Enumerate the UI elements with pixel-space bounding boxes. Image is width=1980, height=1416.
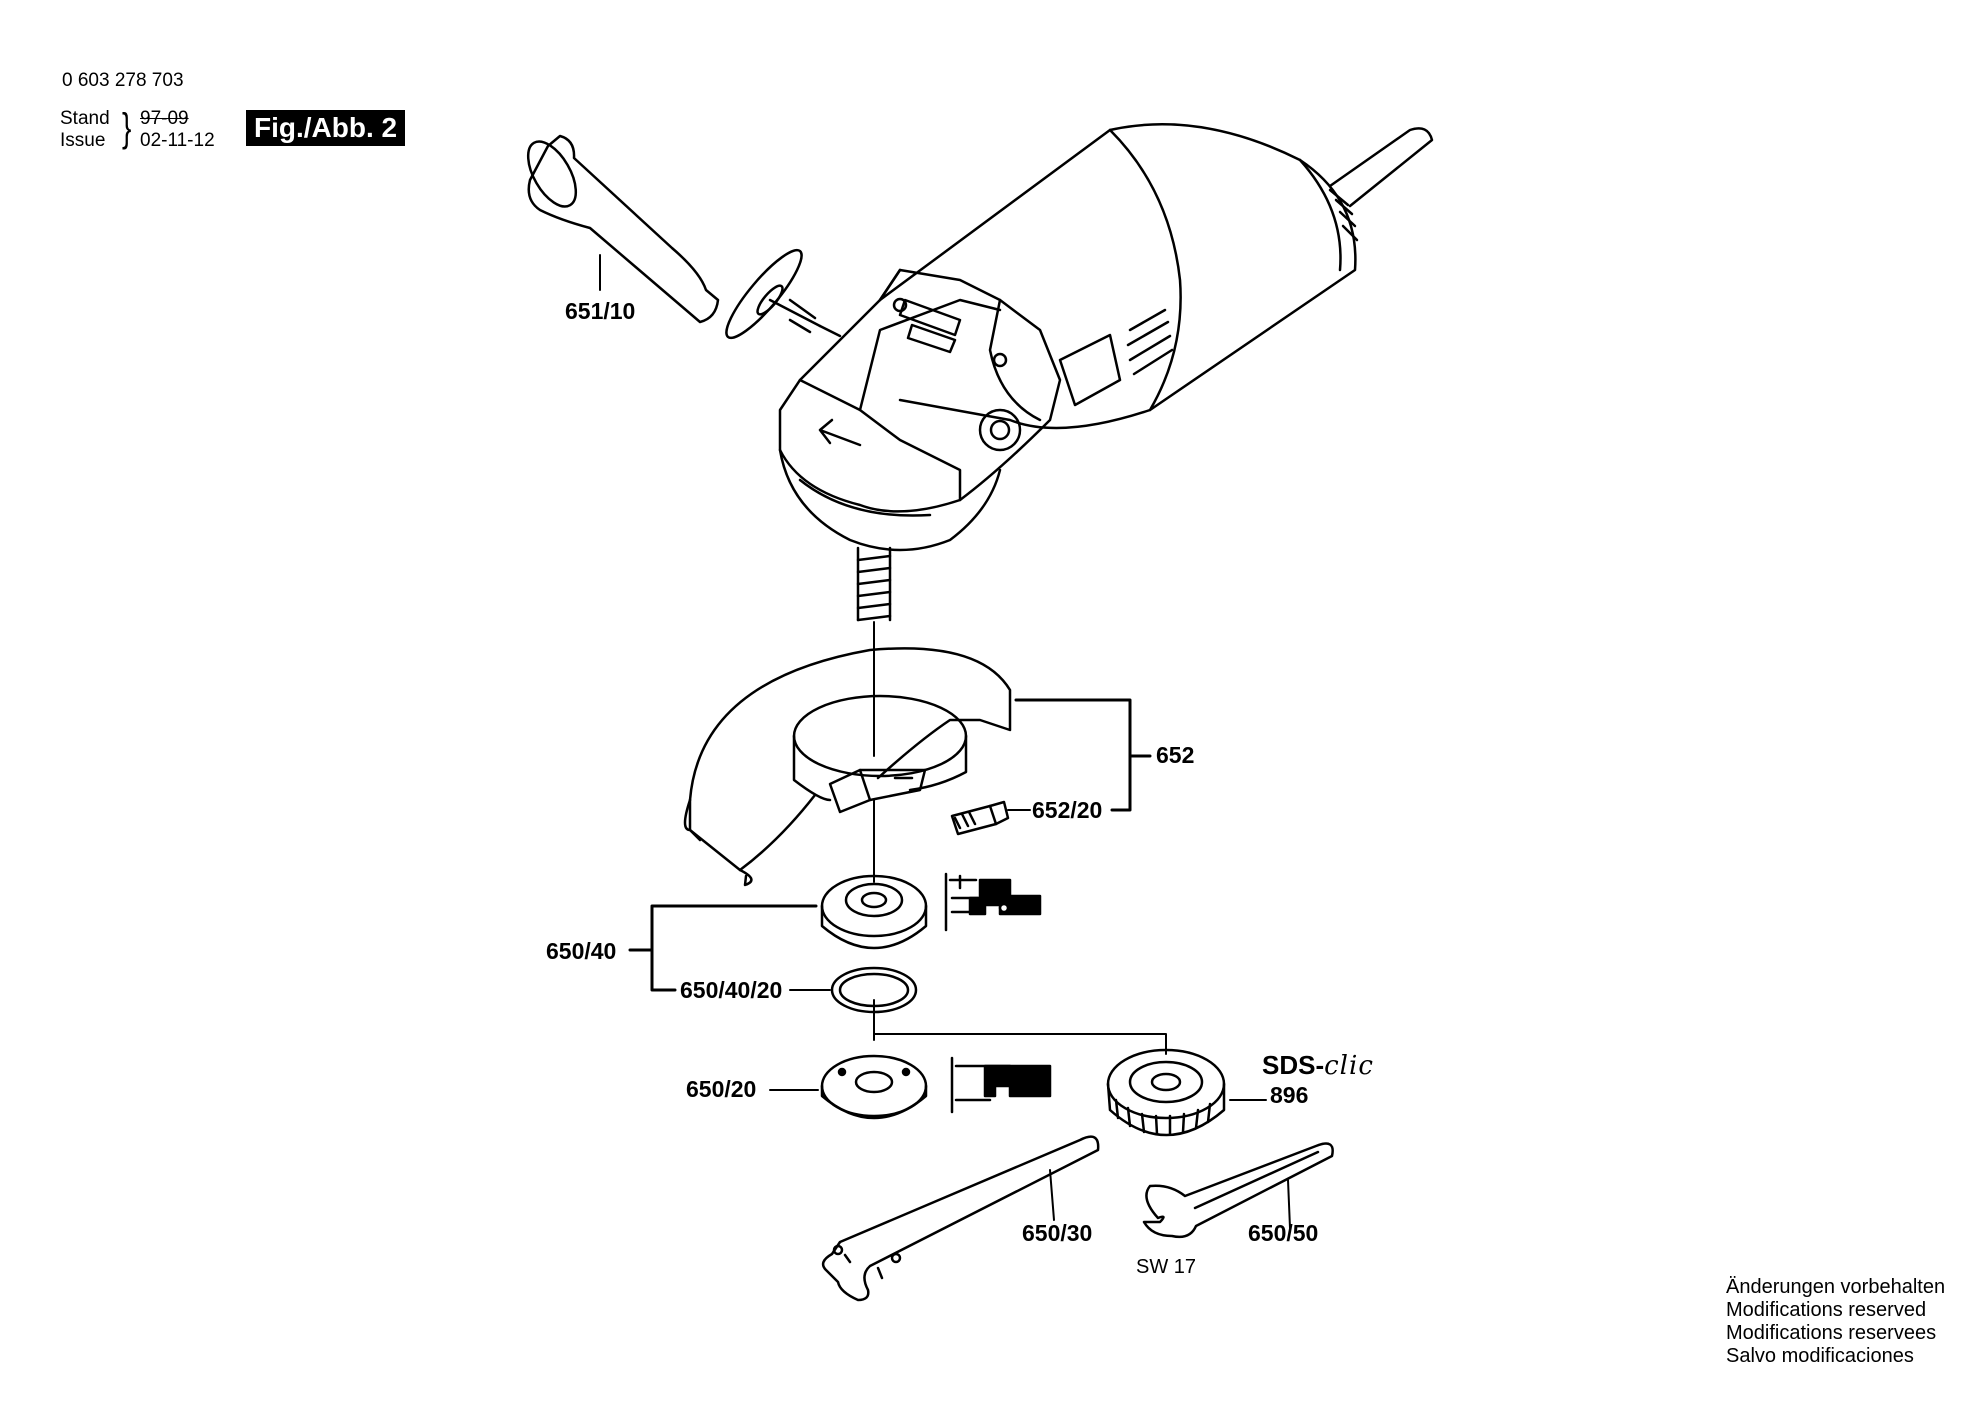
part-label-652: 652 — [1156, 742, 1195, 768]
sds-prefix: SDS- — [1262, 1050, 1325, 1080]
backing-flange — [628, 872, 1042, 992]
part-label-650-50: 650/50 — [1248, 1220, 1319, 1246]
wheel-guard — [683, 647, 1152, 887]
part-label-896: 896 — [1270, 1082, 1309, 1108]
part-label-650-40-20: 650/40/20 — [680, 977, 783, 1003]
stand-label: Stand — [60, 108, 110, 129]
part-label-652-20: 652/20 — [1032, 797, 1103, 823]
sds-clic-label: SDS-clic — [1262, 1050, 1374, 1081]
note-es: Salvo modificaciones — [1726, 1345, 1914, 1367]
part-number: 0 603 278 703 — [62, 70, 184, 91]
sds-clic-nut — [1106, 1048, 1267, 1137]
wrench-size-label: SW 17 — [1136, 1256, 1197, 1278]
part-label-650-40: 650/40 — [546, 938, 617, 964]
stand-issue-values: 97-09 02-11-12 — [140, 108, 215, 152]
issue-value: 02-11-12 — [140, 130, 215, 151]
pin-wrench — [821, 1135, 1100, 1302]
part-label-650-30: 650/30 — [1022, 1220, 1093, 1246]
open-wrench — [1142, 1142, 1334, 1239]
brace-icon: } — [122, 106, 132, 150]
note-fr: Modifications reservees — [1726, 1322, 1937, 1344]
clamping-flange — [769, 1054, 1052, 1120]
note-de: Änderungen vorbehalten — [1726, 1276, 1946, 1298]
stand-value: 97-09 — [140, 108, 189, 129]
note-en: Modifications reserved — [1726, 1299, 1927, 1321]
grinder-body — [778, 123, 1434, 622]
stand-issue-labels: Stand Issue — [60, 108, 124, 152]
figure-label: Fig./Abb. 2 — [246, 110, 406, 146]
side-handle — [526, 134, 842, 340]
part-label-651-10: 651/10 — [565, 298, 636, 324]
modification-notes: Änderungen vorbehalten Modifications res… — [1726, 1276, 1945, 1368]
issue-label: Issue — [60, 130, 106, 151]
sds-suffix: clic — [1324, 1051, 1374, 1081]
part-label-650-20: 650/20 — [686, 1076, 757, 1102]
